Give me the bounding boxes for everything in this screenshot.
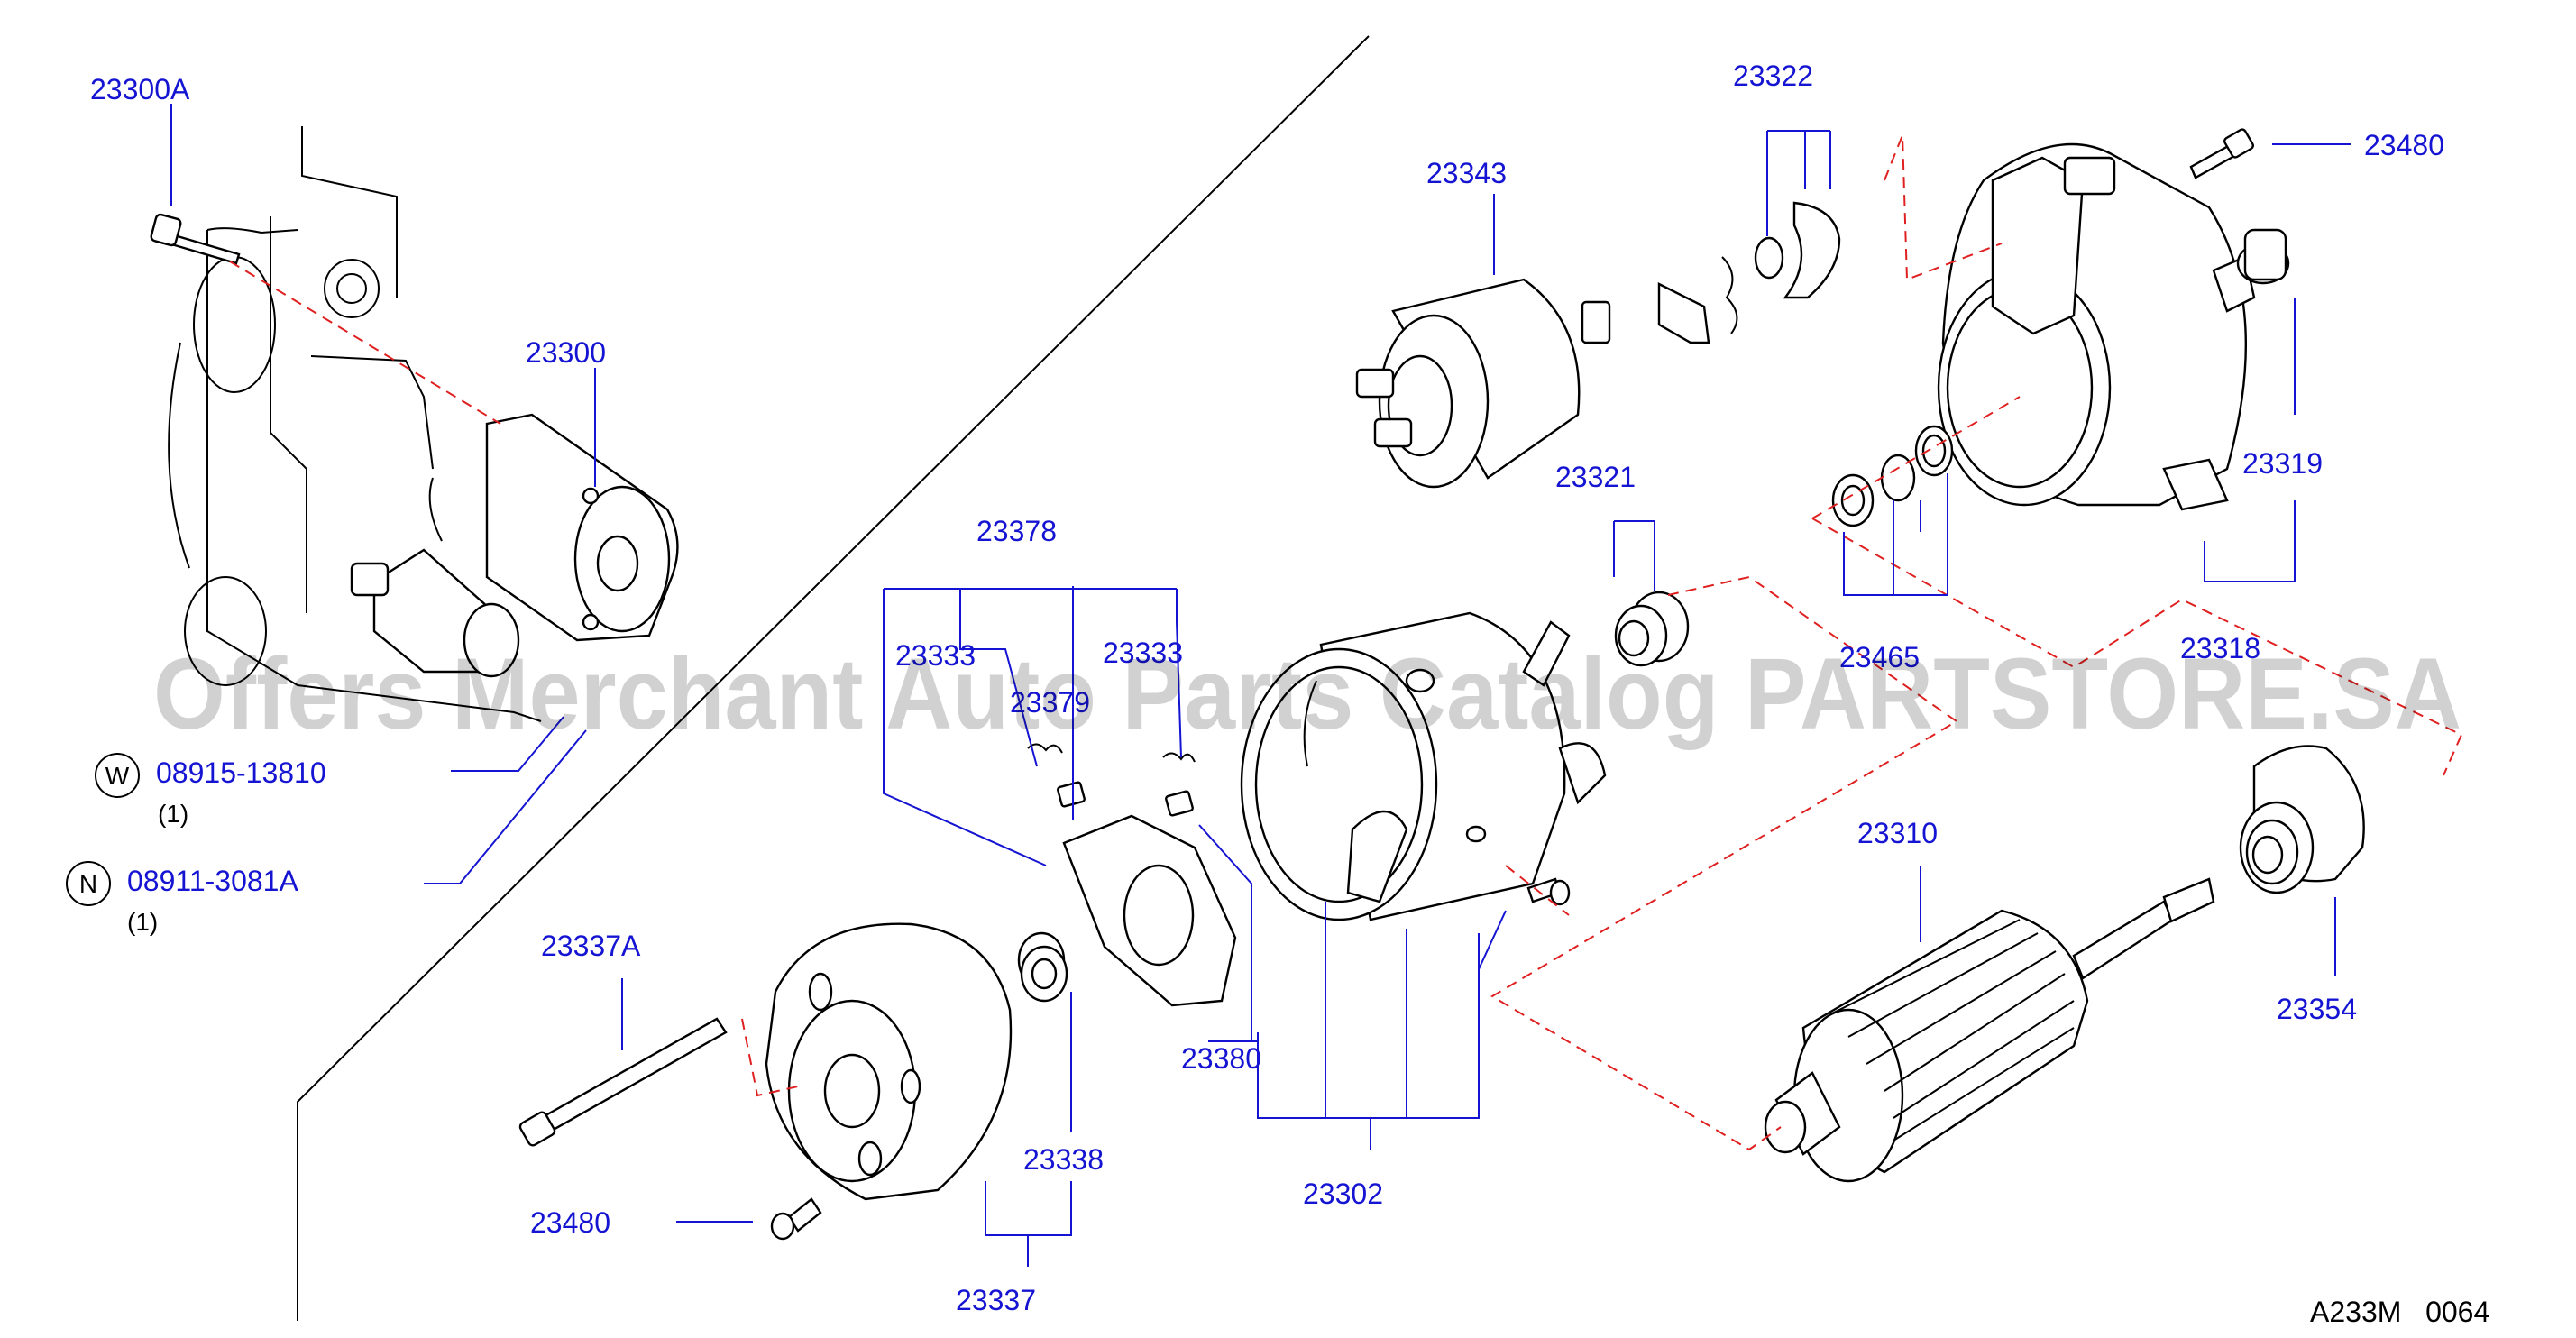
- bushing-drawing: [1017, 931, 1068, 1003]
- label-23319[interactable]: 23319: [2242, 447, 2323, 480]
- label-23337[interactable]: 23337: [956, 1284, 1036, 1316]
- label-23465[interactable]: 23465: [1839, 641, 1920, 674]
- engine-block-drawing: [168, 126, 542, 722]
- label-23480-upper[interactable]: 23480: [2364, 129, 2444, 161]
- armature-drawing: [1764, 877, 2215, 1183]
- label-23337A[interactable]: 23337A: [541, 930, 641, 962]
- label-08915-13810[interactable]: 08915-13810: [156, 756, 326, 789]
- divider-line: [297, 35, 1370, 1321]
- hardware-washer-entry: W 08915-13810 (1): [95, 753, 326, 828]
- washer-set-drawing: [1831, 425, 1954, 527]
- label-23302[interactable]: 23302: [1303, 1178, 1383, 1210]
- label-23318[interactable]: 23318: [2180, 632, 2260, 664]
- diagram-reference-code: A233M 0064: [2310, 1296, 2489, 1328]
- label-23300[interactable]: 23300: [526, 336, 606, 369]
- solenoid-drawing: [1355, 278, 1611, 489]
- label-23343[interactable]: 23343: [1426, 157, 1507, 189]
- nut-symbol-icon: [66, 861, 111, 906]
- through-bolt-drawing: [518, 1017, 728, 1147]
- label-23378[interactable]: 23378: [976, 515, 1057, 547]
- rear-cover-drawing: [765, 922, 1013, 1201]
- gear-housing-drawing: [1937, 142, 2290, 511]
- label-23333-right[interactable]: 23333: [1103, 637, 1183, 669]
- leader-lines: [170, 104, 2351, 1267]
- screw-upper-drawing: [2189, 128, 2254, 179]
- mounting-bolt-drawing: [150, 213, 241, 265]
- label-23321[interactable]: 23321: [1555, 461, 1636, 493]
- nut-qty: (1): [127, 908, 158, 936]
- label-23322[interactable]: 23322: [1733, 60, 1813, 92]
- washer-symbol-icon: [95, 753, 140, 798]
- label-23333-left[interactable]: 23333: [895, 639, 976, 672]
- assembly-dashed-lines: [229, 134, 2463, 1151]
- label-23310[interactable]: 23310: [1857, 817, 1938, 849]
- washer-symbol-letter: W: [105, 762, 130, 790]
- label-23300A[interactable]: 23300A: [90, 73, 190, 105]
- screw-lower-drawing: [770, 1197, 822, 1241]
- watermark-text: Offers Merchant Auto Parts Catalog PARTS…: [153, 637, 2461, 750]
- yoke-drawing: [1240, 611, 1607, 921]
- grommet-drawing: [1614, 591, 1690, 667]
- label-08911-3081A[interactable]: 08911-3081A: [127, 865, 298, 897]
- label-23480-lower[interactable]: 23480: [530, 1206, 610, 1239]
- label-23354[interactable]: 23354: [2277, 993, 2357, 1025]
- yoke-screw-drawing: [1526, 877, 1571, 906]
- label-23338[interactable]: 23338: [1023, 1143, 1104, 1176]
- label-23380[interactable]: 23380: [1181, 1042, 1261, 1075]
- label-23379[interactable]: 23379: [1010, 686, 1090, 719]
- hardware-nut-entry: N 08911-3081A (1): [66, 861, 298, 936]
- starter-assembly-drawing: [350, 413, 679, 678]
- pinion-drawing: [2239, 745, 2365, 894]
- washer-qty: (1): [158, 800, 188, 828]
- brush-holder-drawing: [1027, 743, 1237, 1007]
- nut-symbol-letter: N: [79, 870, 97, 898]
- lever-assembly-drawing: [1657, 201, 1841, 344]
